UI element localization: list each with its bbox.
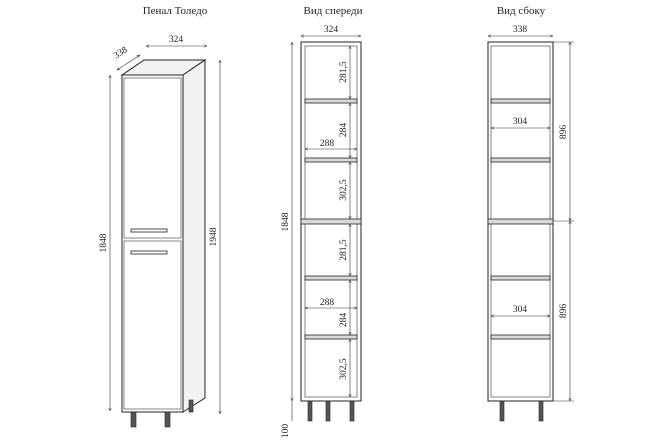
side-cabinet — [487, 41, 554, 422]
side-depth-label: 338 — [513, 25, 528, 35]
side-divider — [487, 218, 554, 225]
iso-depth-label: 338 — [112, 45, 130, 61]
upper-s2-label: 284 — [339, 123, 349, 138]
side-shelf-1 — [490, 98, 551, 104]
iso-total-height-label: 1948 — [209, 227, 219, 246]
side-leg-front — [499, 400, 505, 422]
side-upper-height-label: 896 — [559, 125, 569, 140]
front-height-label: 1848 — [281, 212, 291, 231]
iso-front-panel — [121, 74, 184, 413]
front-cabinet — [300, 41, 362, 422]
side-shelf-4 — [490, 334, 551, 340]
front-dimensions: 324 1848 100 281,5 284 302,5 288 281,5 2… — [281, 25, 361, 438]
side-view-title: Вид сбоку — [497, 5, 546, 17]
front-shelf-3 — [304, 275, 358, 281]
iso-lower-handle — [130, 250, 168, 255]
front-leg-3 — [349, 400, 355, 422]
upper-s1-label: 281,5 — [339, 61, 349, 83]
upper-inner-width-label: 288 — [320, 139, 335, 149]
lower-s2-label: 284 — [339, 313, 349, 328]
iso-upper-handle — [130, 228, 168, 233]
front-width-label: 324 — [324, 25, 339, 35]
front-divider — [300, 218, 362, 225]
iso-leg-right-back — [188, 399, 194, 413]
front-shelf-4 — [304, 334, 358, 340]
lower-s3-label: 302,5 — [339, 358, 349, 380]
side-leg-back — [538, 400, 544, 422]
front-shelf-1 — [304, 98, 358, 104]
iso-depth-dim-line — [117, 55, 140, 70]
side-shelf-2 — [490, 157, 551, 163]
iso-cabinet — [120, 59, 207, 428]
iso-leg-right-front — [164, 411, 171, 428]
lower-s1-label: 281,5 — [339, 239, 349, 261]
iso-lower-door — [123, 240, 182, 410]
lower-inner-width-label: 288 — [320, 298, 335, 308]
side-lower-shelf-label: 304 — [513, 305, 528, 315]
side-upper-shelf-label: 304 — [513, 117, 528, 127]
front-leg-1 — [307, 400, 313, 422]
front-shelf-2 — [304, 157, 358, 163]
iso-view-title: Пенал Толедо — [143, 5, 208, 17]
iso-body-height-label: 1848 — [99, 233, 109, 252]
side-shelf-3 — [490, 275, 551, 281]
iso-upper-door — [123, 77, 182, 239]
iso-side-panel — [182, 59, 206, 413]
upper-s3-label: 302,5 — [339, 179, 349, 201]
front-base-label: 100 — [281, 424, 291, 439]
iso-leg-left-front — [130, 411, 137, 428]
side-dimensions: 338 896 896 304 304 — [488, 25, 574, 401]
front-leg-2 — [325, 400, 331, 422]
iso-dimensions: 338 324 1848 1948 — [99, 35, 220, 414]
front-view-title: Вид спереди — [304, 5, 363, 17]
iso-width-label: 324 — [169, 35, 184, 45]
side-lower-height-label: 896 — [559, 304, 569, 319]
